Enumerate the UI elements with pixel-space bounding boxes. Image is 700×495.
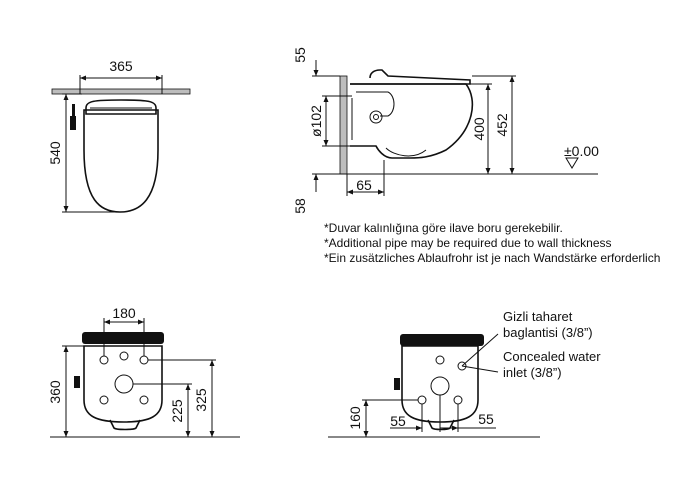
dim-55-right-arrow — [452, 425, 458, 431]
inlet-view: Gizli taharet baglantisi (3/8”) Conceale… — [328, 309, 601, 438]
dim-180-label: 180 — [112, 305, 136, 321]
mounting-bolts — [99, 351, 149, 405]
dim-160-arrow-bottom — [363, 431, 369, 437]
dim-225-label: 225 — [169, 399, 185, 423]
front-view-side-knob — [70, 116, 76, 130]
dim-55-left-arrow — [416, 425, 422, 431]
inlet-label-en-1: Concealed water — [503, 349, 601, 364]
dim-58-label: 58 — [292, 198, 308, 214]
dim-102-arrow-bottom — [323, 140, 329, 146]
dim-452-arrow-bottom — [509, 168, 515, 174]
bolt-top-right — [139, 355, 149, 365]
inlet-hole-right — [457, 361, 467, 371]
dim-325-label: 325 — [193, 388, 209, 412]
front-view-bowl — [83, 109, 159, 213]
inlet-hole-top — [435, 355, 445, 365]
floor-level-label: ±0.00 — [564, 143, 599, 159]
dim-360-arrow-top — [63, 346, 69, 352]
front-view-seat — [85, 99, 157, 115]
side-view-trap — [356, 91, 427, 157]
note-english: *Additional pipe may be required due to … — [324, 236, 612, 250]
dim-540-arrow-top — [63, 94, 69, 100]
mounting-view-bowl — [83, 345, 163, 423]
dim-180-arrow-right — [138, 319, 144, 325]
side-view-bowl-profile — [350, 83, 474, 159]
dim-160-label: 160 — [347, 406, 363, 430]
dim-400-label: 400 — [471, 117, 487, 141]
dim-540-arrow-bottom — [63, 206, 69, 212]
dim-365-label: 365 — [109, 58, 133, 74]
inlet-view-side-knob — [394, 378, 400, 390]
drain-outlet — [114, 374, 134, 394]
bolt-top-left — [99, 355, 109, 365]
side-view: 55 ø102 400 452 ±0.00 65 58 — [292, 47, 599, 214]
inlet-label-tr-2: baglantisi (3/8”) — [503, 325, 593, 340]
dim-360-arrow-bottom — [63, 431, 69, 437]
side-view-pipe-inner — [373, 114, 379, 120]
dim-55-left-label: 55 — [390, 413, 406, 429]
mounting-view-seat — [82, 332, 164, 344]
dim-65-label: 65 — [356, 177, 372, 193]
mounting-view-outlet — [109, 419, 141, 431]
dim-55-arrow — [313, 70, 319, 76]
floor-level-marker — [565, 157, 579, 169]
dim-102-arrow-top — [323, 96, 329, 102]
dim-365-arrow-left — [80, 75, 86, 81]
inlet-label-tr-1: Gizli taharet — [503, 309, 573, 324]
inlet-label-en-2: inlet (3/8”) — [503, 365, 562, 380]
inlet-view-seat — [400, 334, 484, 346]
dim-400-arrow-bottom — [485, 168, 491, 174]
inlet-view-holes — [417, 355, 467, 405]
inlet-leader-tr — [461, 333, 499, 367]
dim-55-right-label: 55 — [478, 411, 494, 427]
bolt-bottom-right — [139, 395, 149, 405]
dim-58-arrow — [313, 174, 319, 180]
bolt-bottom-left — [99, 395, 109, 405]
dim-360-label: 360 — [47, 380, 63, 404]
inlet-drain — [430, 376, 450, 396]
inlet-hole-bottom-left — [417, 395, 427, 405]
note-german: *Ein zusätzliches Ablaufrohr ist je nach… — [324, 251, 660, 265]
inlet-leader-en — [461, 365, 499, 373]
dim-452-arrow-top — [509, 76, 515, 82]
dim-65-arrow-left — [347, 189, 353, 195]
inlet-hole-bottom-right — [453, 395, 463, 405]
dim-365-arrow-right — [156, 75, 162, 81]
dim-55-top-label: 55 — [292, 47, 308, 63]
dim-225-arrow-bottom — [185, 431, 191, 437]
dim-160-arrow-top — [363, 400, 369, 406]
dim-225-arrow-top — [185, 384, 191, 390]
mounting-view-side-knob — [74, 376, 80, 388]
dim-400-arrow-top — [485, 84, 491, 90]
side-view-wall — [339, 75, 348, 175]
front-view-wall — [51, 88, 191, 95]
front-view-knob-stem — [72, 104, 75, 116]
note-turkish: *Duvar kalınlığına göre ilave boru gerek… — [324, 221, 563, 235]
dim-65-arrow-right — [378, 189, 384, 195]
dim-325-arrow-top — [209, 360, 215, 366]
front-view: 365 540 — [47, 58, 191, 213]
bolt-top-center — [119, 351, 129, 361]
dim-180-arrow-left — [104, 319, 110, 325]
side-view-pipe-circle — [369, 110, 383, 124]
side-view-seat — [350, 69, 471, 85]
dim-pipe-label: ø102 — [308, 105, 324, 137]
mounting-view: 180 360 325 225 — [47, 305, 240, 438]
notes-block: *Duvar kalınlığına göre ilave boru gerek… — [324, 221, 660, 265]
dim-452-label: 452 — [494, 113, 510, 137]
dim-540-label: 540 — [47, 141, 63, 165]
dim-325-arrow-bottom — [209, 431, 215, 437]
